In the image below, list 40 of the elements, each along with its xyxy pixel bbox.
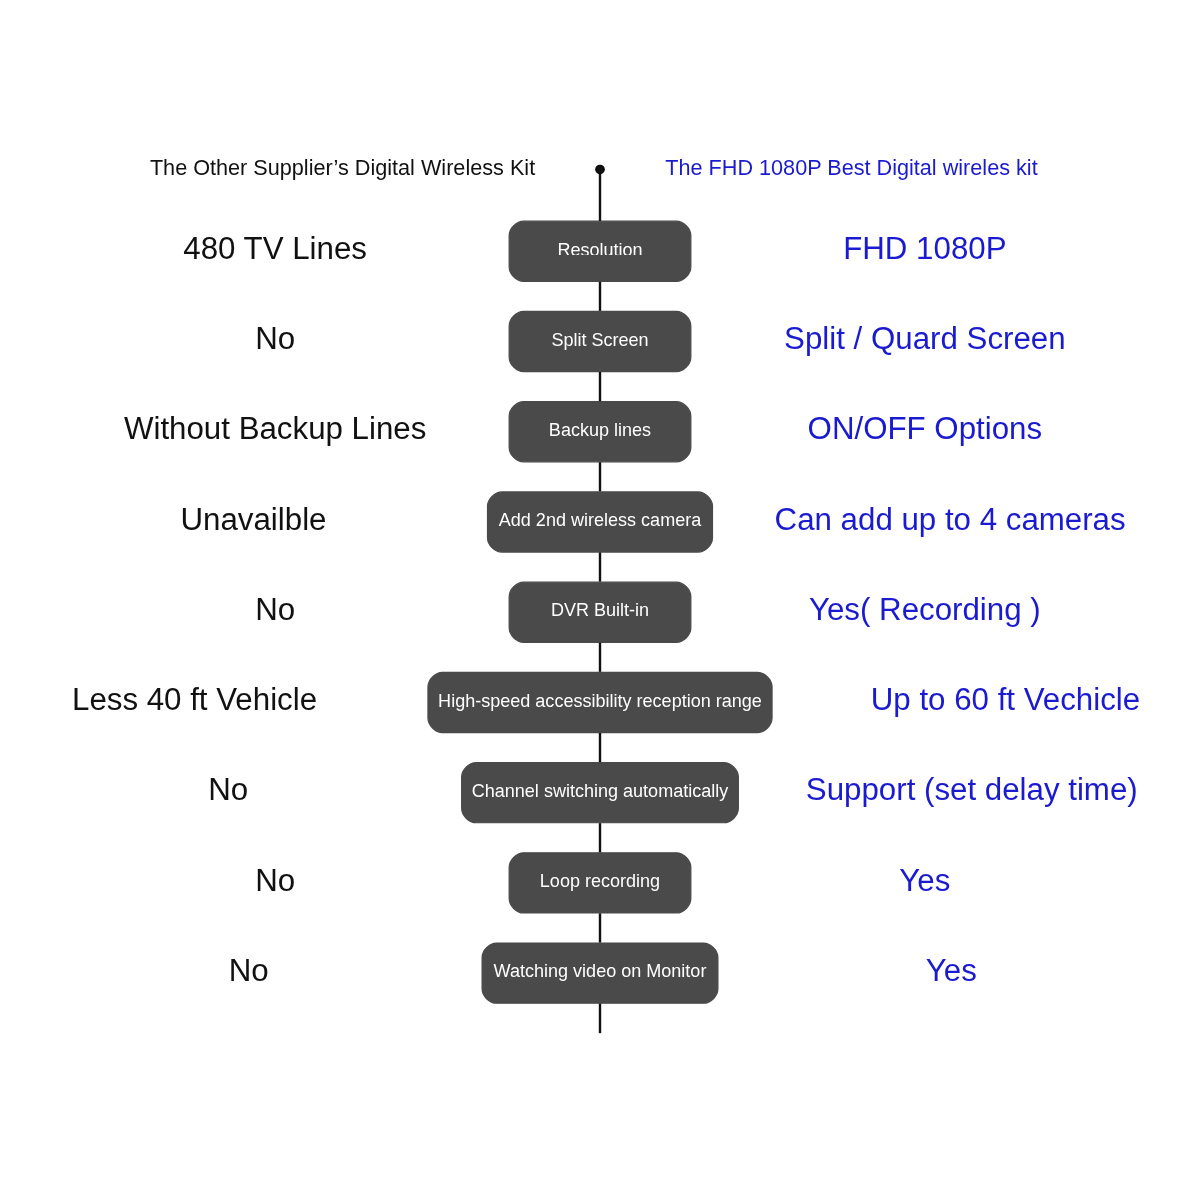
connector <box>598 173 602 221</box>
label: The FHD 1080P Best Digital wireles kit <box>665 154 1038 180</box>
node-box: High-speed accessibility reception range <box>427 671 773 733</box>
label: Support (set delay time) <box>805 771 1138 807</box>
label: Yes <box>899 862 951 898</box>
label: Can add up to 4 cameras <box>774 501 1126 537</box>
label: Up to 60 ft Vechicle <box>870 681 1141 717</box>
connector <box>598 912 602 943</box>
label: Yes <box>925 952 977 988</box>
node-box: Backup lines <box>508 400 692 462</box>
label: The Other Supplier’s Digital Wireless Kit <box>149 154 536 180</box>
node-box: Watching video on Monitor <box>481 942 719 1004</box>
label: ON/OFF Options <box>807 410 1043 446</box>
label: Split / Quard Screen <box>784 320 1066 356</box>
node-box: DVR Built-in <box>508 581 692 643</box>
label: No <box>255 320 296 356</box>
label: No <box>228 952 269 988</box>
label: Unavailble <box>180 501 327 537</box>
node-circle <box>595 164 605 174</box>
label: No <box>208 771 249 807</box>
connector <box>598 461 602 491</box>
connector <box>598 642 602 672</box>
connector <box>598 281 602 311</box>
connector <box>598 371 602 401</box>
label: Less 40 ft Vehicle <box>72 681 318 717</box>
label: Yes( Recording ) <box>808 591 1041 627</box>
node-box: Split Screen <box>508 310 692 372</box>
node-box: Channel switching automatically <box>461 761 739 823</box>
label: No <box>255 862 296 898</box>
label: FHD 1080P <box>843 230 1007 266</box>
node-box: Add 2nd wireless camera <box>486 490 714 553</box>
label: Without Backup Lines <box>123 410 427 446</box>
connector <box>598 551 602 582</box>
node-box: Loop recording <box>508 851 692 914</box>
connector <box>598 822 602 852</box>
connector <box>598 1003 602 1033</box>
label: 480 TV Lines <box>183 230 367 266</box>
label: No <box>255 591 296 627</box>
connector <box>598 732 602 762</box>
node-box: Resolution <box>508 220 692 282</box>
